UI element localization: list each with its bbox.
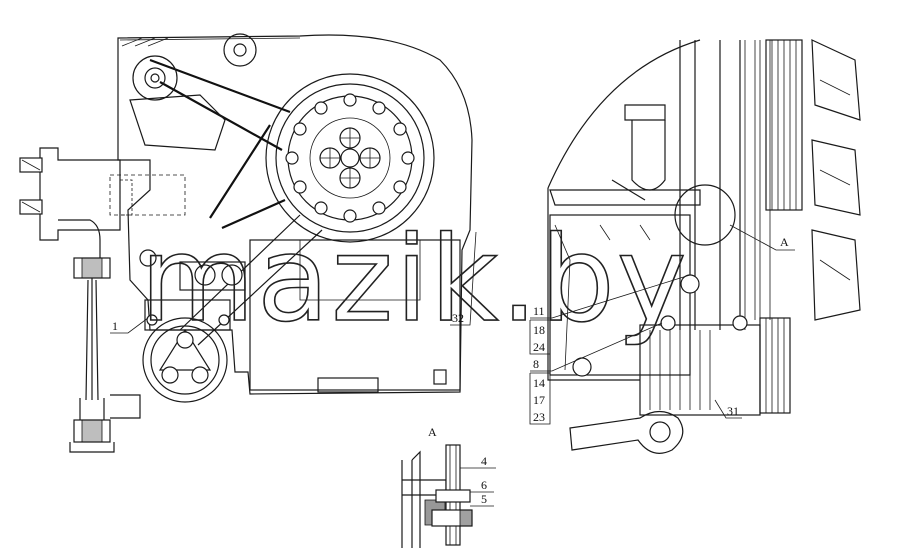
- right-view: A 11 18 24 8 14 17 23 31: [529, 39, 861, 454]
- detail-view-arc: [547, 39, 701, 189]
- detail-A-callout-circle: [674, 184, 736, 246]
- fan-pulley-outer: [265, 73, 435, 243]
- leader-1: [110, 317, 149, 334]
- fan-hub: [287, 95, 413, 221]
- left-view: 1 32: [19, 33, 477, 453]
- label-17: 17: [533, 393, 545, 407]
- watermark: mazik.by: [140, 210, 689, 348]
- detail-A: A 4 6 5: [401, 425, 496, 548]
- label-8: 8: [533, 357, 539, 371]
- label-18: 18: [533, 323, 545, 337]
- label-23: 23: [533, 410, 545, 424]
- drive-belt: [149, 58, 291, 230]
- tension-rod: [69, 257, 141, 453]
- leader-31: [714, 399, 742, 419]
- leader-A: [729, 224, 795, 251]
- label-1: 1: [112, 319, 118, 333]
- leader-32: [450, 231, 477, 326]
- detail-A-title: A: [428, 425, 437, 439]
- alternator-pulley: [142, 317, 228, 403]
- label-32: 32: [452, 311, 464, 325]
- hub-bolts: [285, 93, 415, 223]
- label-5: 5: [481, 492, 487, 506]
- label-11: 11: [533, 304, 545, 318]
- label-14: 14: [533, 376, 545, 390]
- fan-blade: [811, 39, 861, 121]
- rod-end: [569, 410, 684, 454]
- fan-pulley-ring: [275, 83, 425, 233]
- label-4: 4: [481, 454, 487, 468]
- label-24: 24: [533, 340, 545, 354]
- leader-11: [530, 274, 691, 319]
- label-6: 6: [481, 478, 487, 492]
- mounting-bracket: [39, 147, 121, 241]
- label-A: A: [780, 235, 789, 249]
- leader-8: [530, 322, 663, 372]
- idler-pulley: [132, 55, 178, 101]
- label-31: 31: [727, 404, 739, 418]
